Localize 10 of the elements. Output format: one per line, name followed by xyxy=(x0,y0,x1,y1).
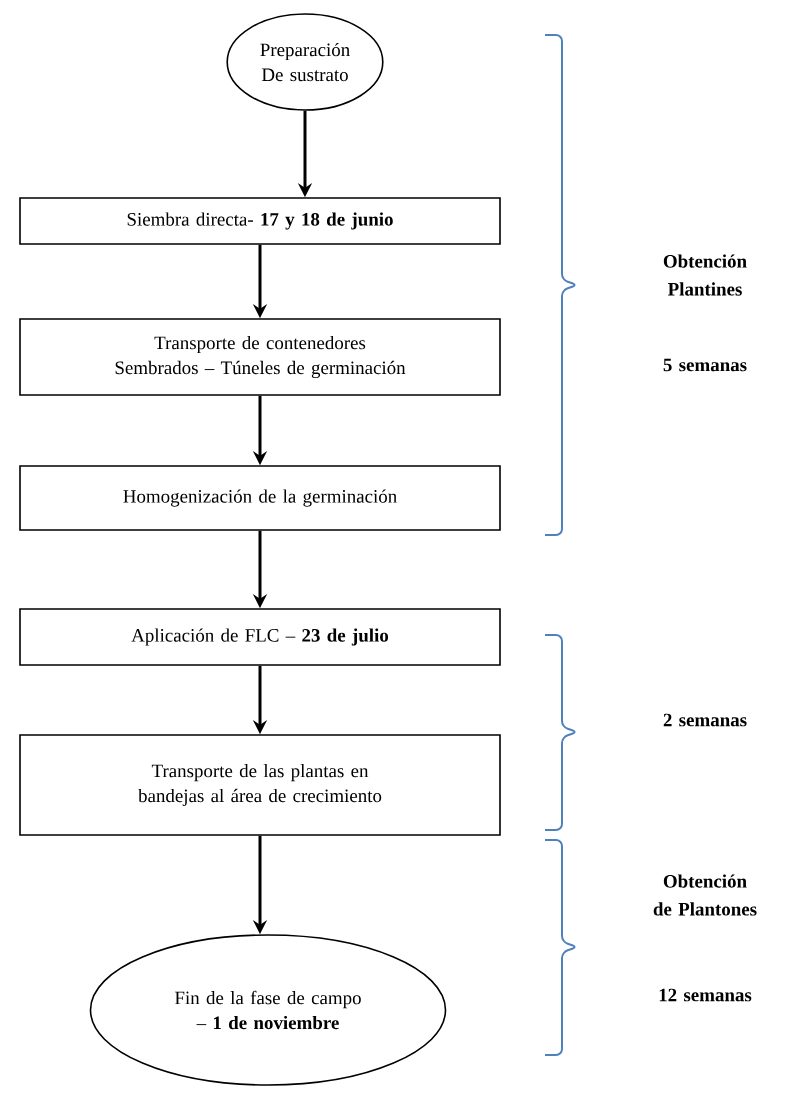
bracket-label: 2 semanas xyxy=(663,713,747,727)
bracket-label: Obtención Plantines xyxy=(663,254,747,296)
process-box: Aplicación de FLC – 23 de julio xyxy=(19,608,501,666)
process-box: Transporte de las plantas en bandejas al área de crecimiento xyxy=(19,734,501,836)
bracket-label: Obtención de Plantones xyxy=(653,874,757,916)
bracket-label: 12 semanas xyxy=(659,988,752,1002)
process-box: Homogenización de la germinación xyxy=(19,465,501,531)
process-box: Siembra directa- 17 y 18 de junio xyxy=(19,197,501,245)
bracket-label: 5 semanas xyxy=(663,358,747,372)
process-box: Transporte de contenedores Sembrados – Túneles de germinación xyxy=(19,318,501,396)
